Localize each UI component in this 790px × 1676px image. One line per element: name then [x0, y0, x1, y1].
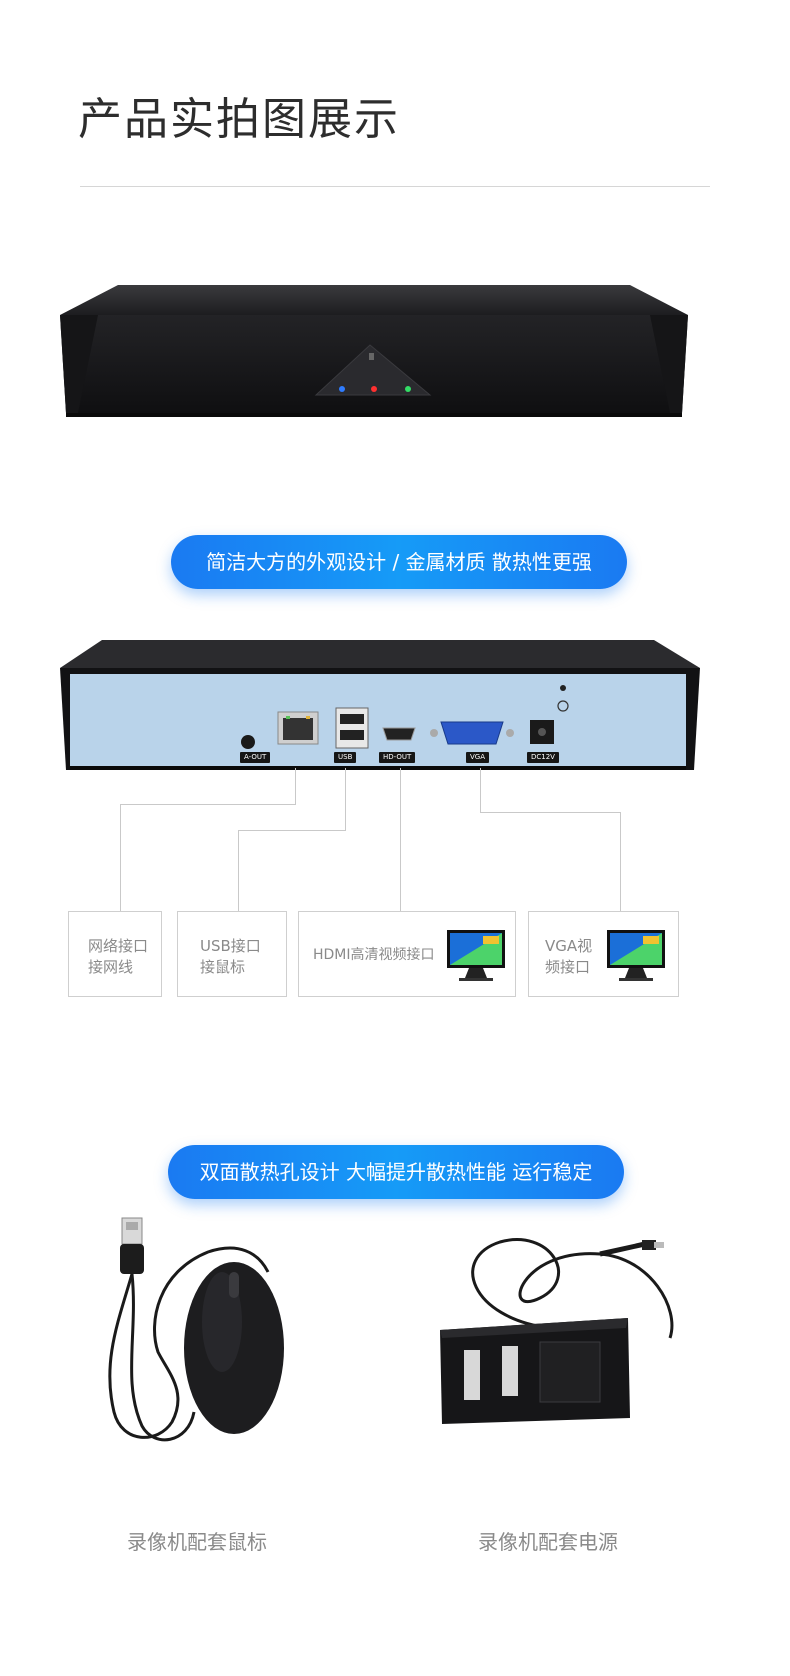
hdout-tag: HD-OUT — [379, 752, 416, 763]
usb-tag: USB — [334, 752, 357, 763]
port-label: 接鼠标 — [200, 958, 246, 976]
connector-line — [620, 812, 621, 912]
port-box-usb: USB接口 接鼠标 — [177, 911, 287, 997]
connector-line — [295, 768, 296, 804]
connector-line — [400, 768, 401, 912]
aout-tag: A-OUT — [240, 752, 271, 763]
mouse-caption: 录像机配套鼠标 — [127, 1530, 267, 1554]
page-title: 产品实拍图展示 — [78, 94, 400, 145]
nvr-front-image — [60, 285, 688, 417]
port-box-hdmi: HDMI高清视频接口 — [298, 911, 516, 997]
port-label: HDMI高清视频接口 — [313, 947, 435, 963]
connector-line — [480, 768, 481, 812]
connector-line — [120, 804, 296, 805]
nvr-rear-image — [60, 640, 700, 770]
connector-line — [120, 804, 121, 912]
power-caption: 录像机配套电源 — [478, 1530, 618, 1554]
connector-line — [238, 830, 239, 912]
title-divider — [80, 186, 710, 187]
port-label: 网络接口 — [88, 937, 149, 955]
mouse-image — [108, 1217, 284, 1442]
connector-line — [238, 830, 346, 831]
monitor-icon — [447, 930, 505, 981]
port-label: 频接口 — [545, 958, 591, 976]
port-label: 接网线 — [88, 958, 134, 976]
monitor-icon — [607, 930, 665, 981]
connector-line — [345, 768, 346, 830]
vga-tag: VGA — [466, 752, 490, 763]
connector-line — [480, 812, 620, 813]
cooling-feature-pill: 双面散热孔设计 大幅提升散热性能 运行稳定 — [168, 1145, 624, 1199]
port-label: USB接口 — [200, 937, 261, 955]
port-box-vga: VGA视 频接口 — [528, 911, 679, 997]
design-feature-pill: 简洁大方的外观设计 / 金属材质 散热性更强 — [171, 535, 627, 589]
port-label: VGA视 — [545, 937, 593, 955]
dc-tag: DC12V — [527, 752, 559, 763]
port-box-network: 网络接口 接网线 — [68, 911, 162, 997]
power-adapter-image — [440, 1238, 674, 1424]
